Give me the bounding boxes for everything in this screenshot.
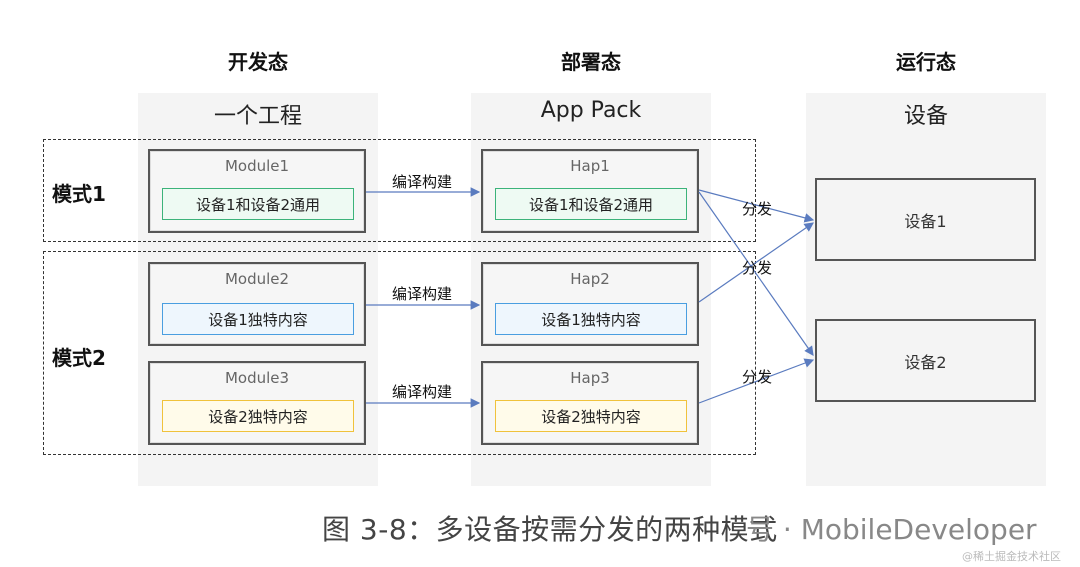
hap3-content: 设备2独特内容 <box>495 400 687 432</box>
mode2-label: 模式2 <box>52 346 106 370</box>
deploy-column-title: 部署态 <box>561 50 621 74</box>
module2-title: Module2 <box>224 270 290 288</box>
distribute-hap3-device2 <box>698 358 815 404</box>
run-column-subtitle: 设备 <box>903 104 948 129</box>
device2-box: 设备2 <box>815 319 1036 402</box>
deploy-column-subtitle: App Pack <box>540 98 642 123</box>
distribute-hap1-device1 <box>698 189 815 223</box>
run-column-title: 运行态 <box>896 50 956 74</box>
hap2-title: Hap2 <box>570 270 610 288</box>
hap1-content: 设备1和设备2通用 <box>495 188 687 220</box>
hap2-card: Hap2 设备1独特内容 <box>481 262 699 346</box>
hap3-card: Hap3 设备2独特内容 <box>481 361 699 445</box>
distribute-hap2-device1 <box>698 222 814 303</box>
module2-content: 设备1独特内容 <box>162 303 354 335</box>
module1-card: Module1 设备1和设备2通用 <box>148 149 366 233</box>
module2-card: Module2 设备1独特内容 <box>148 262 366 346</box>
watermark-text: 号 · MobileDeveloper <box>746 513 1037 546</box>
compile-label-3: 编译构建 <box>392 383 453 401</box>
hap1-title: Hap1 <box>570 157 610 175</box>
dev-column-title: 开发态 <box>228 50 288 74</box>
distribute-label-2: 分发 <box>742 259 773 277</box>
distribute-label-3: 分发 <box>742 368 773 386</box>
module1-title: Module1 <box>224 157 290 175</box>
mode2-box <box>43 251 756 455</box>
hap2-content: 设备1独特内容 <box>495 303 687 335</box>
device1-box: 设备1 <box>815 178 1036 261</box>
module1-content: 设备1和设备2通用 <box>162 188 354 220</box>
module3-title: Module3 <box>224 369 290 387</box>
mode1-box <box>43 139 756 242</box>
compile-label-2: 编译构建 <box>392 285 453 303</box>
hap3-title: Hap3 <box>570 369 610 387</box>
mode1-label: 模式1 <box>52 182 106 206</box>
figure-caption: 图 3-8：多设备按需分发的两种模式 <box>322 513 778 546</box>
module3-card: Module3 设备2独特内容 <box>148 361 366 445</box>
corner-mark: @稀土掘金技术社区 <box>962 550 1061 563</box>
distribute-hap1-device2 <box>698 191 814 356</box>
dev-column-subtitle: 一个工程 <box>213 104 302 129</box>
distribute-label-1: 分发 <box>742 200 773 218</box>
hap1-card: Hap1 设备1和设备2通用 <box>481 149 699 233</box>
module3-content: 设备2独特内容 <box>162 400 354 432</box>
run-column-bg <box>806 93 1046 486</box>
compile-label-1: 编译构建 <box>392 173 453 191</box>
